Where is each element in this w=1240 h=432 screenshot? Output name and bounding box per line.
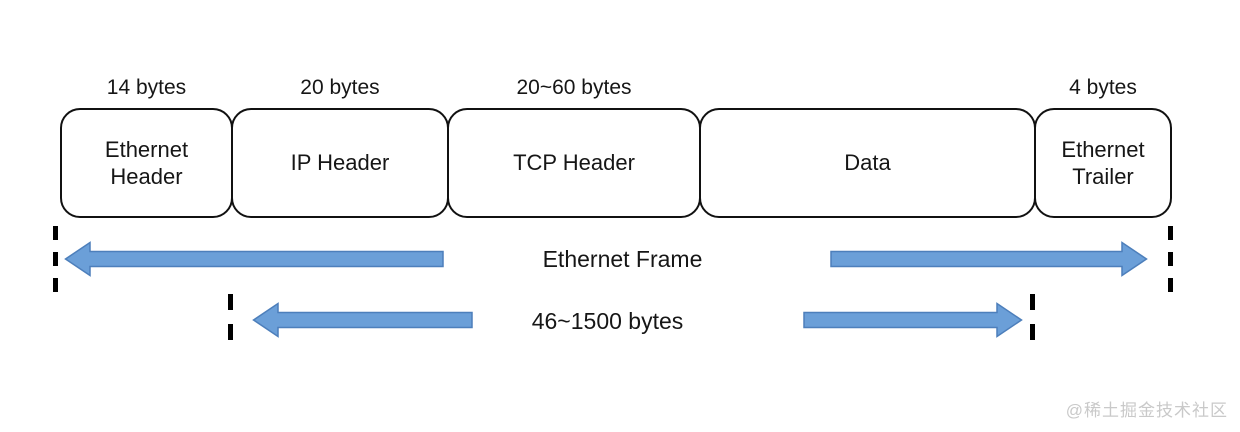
field-tcp-header: 20~60 bytes TCP Header [447,76,701,218]
size-label-ethernet-trailer: 4 bytes [1069,76,1137,99]
field-ip-header: 20 bytes IP Header [231,76,449,218]
box-ethernet-header: Ethernet Header [60,108,233,218]
box-ip-header: IP Header [231,108,449,218]
size-label-tcp-header: 20~60 bytes [516,76,632,99]
size-label-ethernet-header: 14 bytes [106,76,187,99]
payload-left-arrow-icon [252,302,473,338]
ethernet-frame-left-arrow-icon [64,241,444,277]
frame-boundary-left-dashed-line [53,226,58,292]
payload-boundary-left-dashed-line [228,294,233,340]
ethernet-frame-label: Ethernet Frame [542,246,703,272]
ethernet-frame-right-arrow-icon [830,241,1148,277]
frame-boundary-right-dashed-line [1168,226,1173,292]
payload-boundary-right-dashed-line [1030,294,1035,340]
box-data: Data [699,108,1036,218]
field-ethernet-header: 14 bytes Ethernet Header [60,76,233,218]
payload-size-label: 46~1500 bytes [531,308,684,334]
box-ethernet-trailer: Ethernet Trailer [1034,108,1172,218]
box-tcp-header: TCP Header [447,108,701,218]
field-ethernet-trailer: 4 bytes Ethernet Trailer [1034,76,1172,218]
field-data: Data [699,108,1036,218]
payload-right-arrow-icon [803,302,1023,338]
size-label-ip-header: 20 bytes [300,76,380,99]
watermark-text: @稀土掘金技术社区 [1065,401,1228,420]
